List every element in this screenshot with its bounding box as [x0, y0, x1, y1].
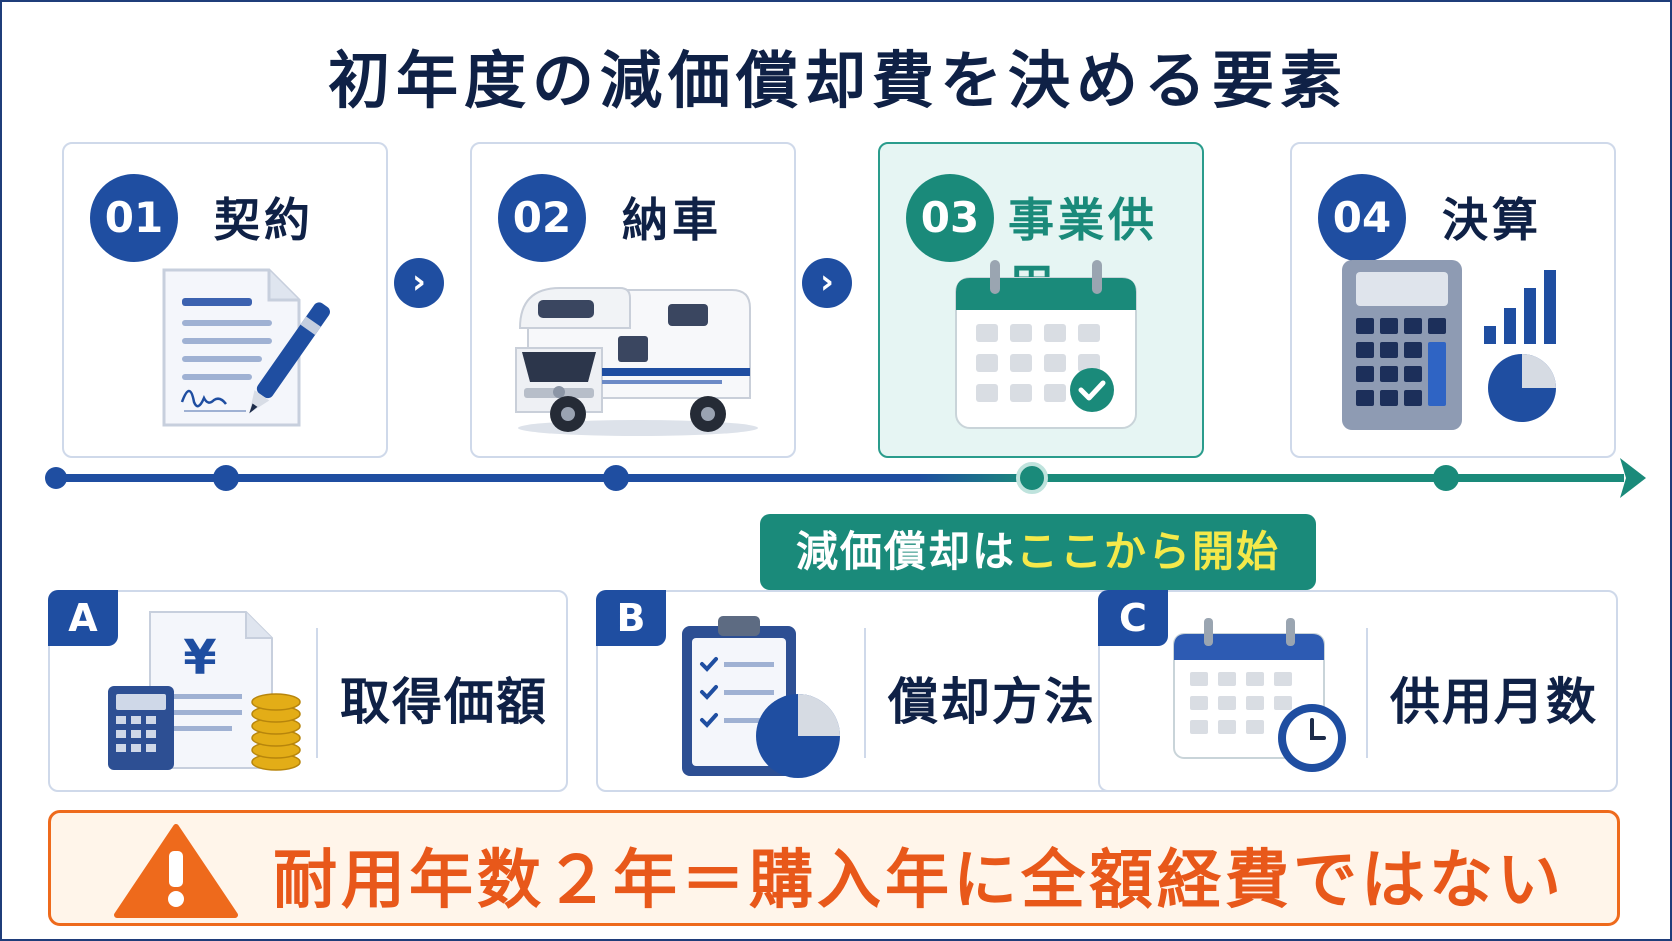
warning-banner: 耐用年数２年＝購入年に全額経費ではない	[48, 810, 1620, 926]
calendar-clock-icon	[1173, 618, 1346, 772]
step-label: 決算	[1442, 193, 1542, 247]
step-label: 契約	[214, 193, 314, 247]
camper-van-icon	[515, 287, 758, 436]
next-arrow-icon: ›	[802, 258, 852, 308]
step-number: 01	[90, 174, 178, 262]
timeline-track	[45, 458, 1646, 498]
factor-letter: B	[596, 590, 666, 646]
step-number: 02	[498, 174, 586, 262]
start-callout: 減価償却はここから開始	[760, 514, 1316, 590]
step-number: 03	[906, 174, 994, 262]
yen-document-coins-icon: ¥	[108, 611, 301, 771]
factor-card-months-in-use: C 供用月数	[1098, 590, 1618, 792]
factor-letter: A	[48, 590, 118, 646]
svg-text:¥: ¥	[183, 630, 216, 686]
factor-label: 償却方法	[888, 673, 1096, 731]
clipboard-pie-icon	[682, 616, 840, 778]
card-divider	[316, 628, 318, 758]
step-card-settlement: 04 決算	[1290, 142, 1616, 458]
callout-prefix: 減価償却は	[795, 527, 1016, 576]
step-card-contract: 01 契約	[62, 142, 388, 458]
factor-card-depreciation-method: B 償却方法	[596, 590, 1116, 792]
calculator-chart-icon	[1342, 260, 1556, 430]
factor-label: 取得価額	[340, 673, 548, 731]
factor-card-acquisition-cost: A ¥ 取得価額	[48, 590, 568, 792]
contract-pen-icon	[162, 268, 330, 427]
factor-label: 供用月数	[1390, 673, 1598, 731]
card-divider	[1366, 628, 1368, 758]
next-arrow-icon: ›	[394, 258, 444, 308]
card-divider	[864, 628, 866, 758]
factor-letter: C	[1098, 590, 1168, 646]
step-label: 納車	[622, 193, 722, 247]
step-card-delivery: 02 納車	[470, 142, 796, 458]
warning-text: 耐用年数２年＝購入年に全額経費ではない	[273, 844, 1565, 918]
step-number: 04	[1318, 174, 1406, 262]
warning-triangle-icon	[114, 824, 238, 918]
calendar-check-icon	[955, 260, 1137, 429]
callout-highlight: ここから開始	[1016, 527, 1281, 576]
step-card-business-use: 03 事業供用	[878, 142, 1204, 458]
page-title: 初年度の減価償却費を決める要素	[327, 44, 1348, 117]
